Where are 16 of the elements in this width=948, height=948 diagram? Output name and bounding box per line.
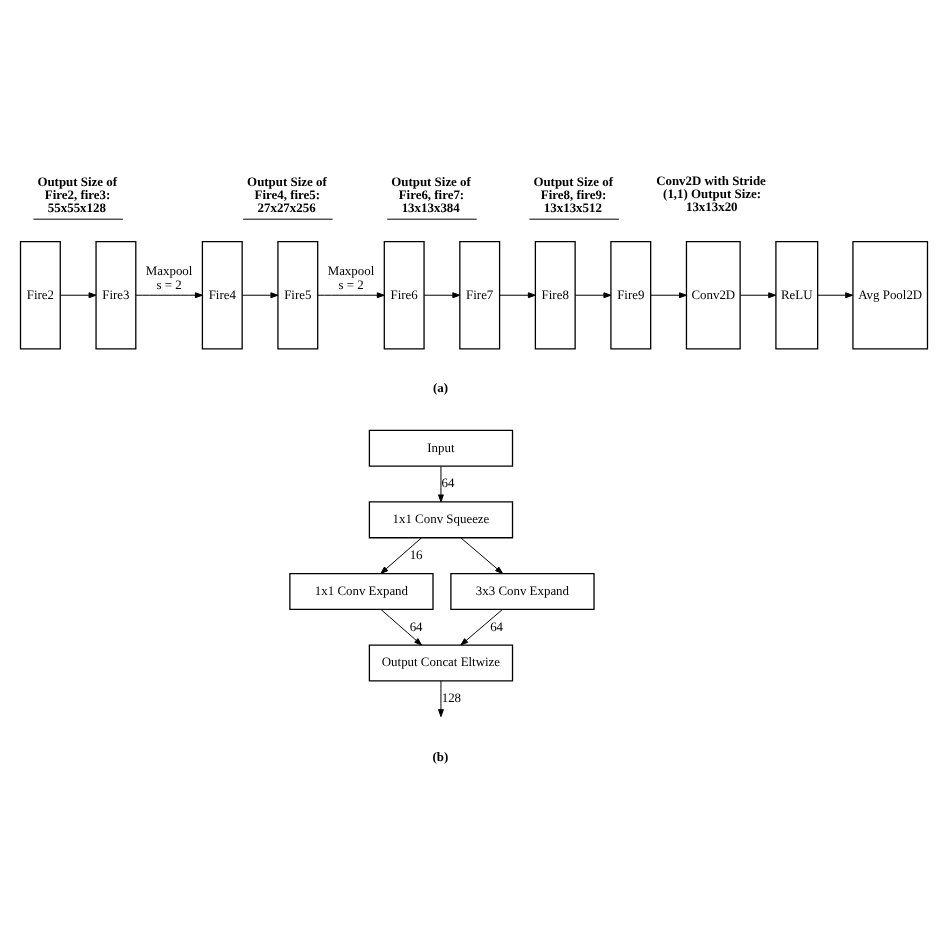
arrow — [59, 292, 97, 299]
arrow — [380, 537, 422, 574]
arrow — [438, 466, 444, 503]
arrow — [574, 292, 612, 299]
arrow — [739, 292, 777, 299]
arrow — [423, 292, 461, 299]
arrow — [650, 292, 687, 299]
arrow — [499, 292, 536, 299]
arrow — [241, 292, 279, 299]
arrow — [460, 609, 503, 646]
arrow — [460, 537, 504, 574]
arrow — [135, 292, 203, 299]
arrow — [317, 292, 385, 299]
arrow — [438, 680, 444, 718]
arrow — [817, 292, 854, 299]
arrow — [380, 609, 422, 646]
